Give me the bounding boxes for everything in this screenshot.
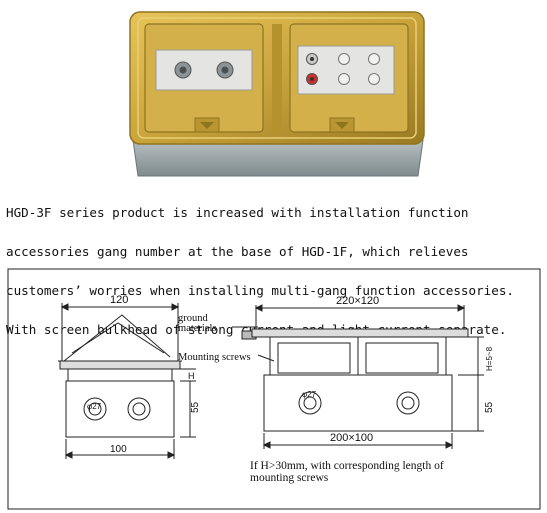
left-width-top: 120 xyxy=(110,294,128,306)
left-width-bottom: 100 xyxy=(110,444,127,455)
right-height-side: 55 xyxy=(484,401,495,413)
mounting-screws-label: Mounting screws xyxy=(178,352,251,363)
base-box xyxy=(132,139,424,177)
ground-label-line2: materials xyxy=(178,323,216,334)
left-height-small: H xyxy=(188,371,195,381)
left-lid xyxy=(144,23,264,133)
left-hole-label: φ27 xyxy=(87,402,102,411)
description-line: HGD-3F series product is increased with … xyxy=(6,204,469,220)
product-description: HGD-3F series product is increased with … xyxy=(6,183,542,359)
right-width-top: 220×120 xyxy=(336,295,379,307)
ground-label-line1: ground xyxy=(178,313,208,324)
description-line: accessories gang number at the base of H… xyxy=(6,243,469,259)
left-view xyxy=(58,303,196,459)
product-photo xyxy=(129,11,425,177)
right-height-small: H=5~8 xyxy=(485,346,494,371)
drawing-border xyxy=(7,268,541,510)
note-line1: If H>30mm, with corresponding length of xyxy=(250,460,444,472)
left-height-side: 55 xyxy=(190,401,201,413)
technical-drawing: 120 100 55 H φ27 ground materials Mounti… xyxy=(7,268,541,510)
right-view xyxy=(251,304,484,449)
right-width-bottom: 200×100 xyxy=(330,432,373,444)
description-line: customers’ worries when installing multi… xyxy=(6,282,514,298)
right-hole-label: φ27 xyxy=(302,390,317,399)
note-line2: mounting screws xyxy=(250,472,329,484)
right-lid xyxy=(289,23,409,133)
